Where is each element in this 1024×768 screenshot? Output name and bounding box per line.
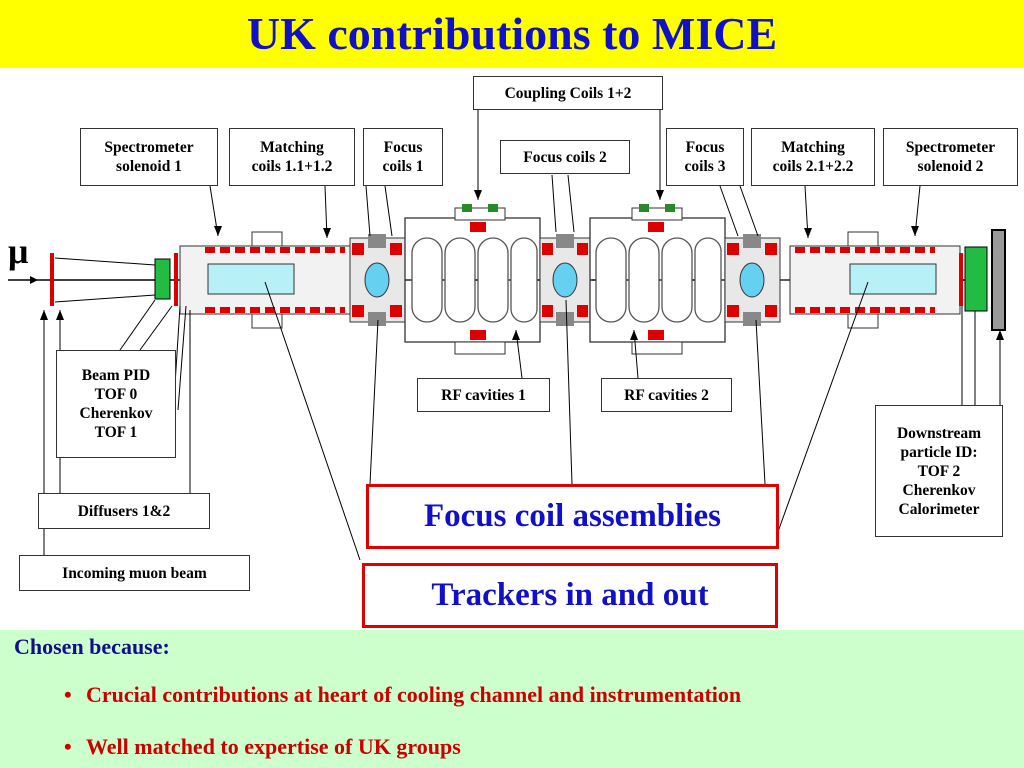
bullet-text: Well matched to expertise of UK groups xyxy=(86,734,461,759)
label-rf-cavities-2: RF cavities 2 xyxy=(601,378,732,412)
focus-coil-3 xyxy=(724,234,781,326)
label-rf-cavities-1: RF cavities 1 xyxy=(417,378,550,412)
downstream-cherenkov xyxy=(964,246,988,312)
bullet-item: • Well matched to expertise of UK groups xyxy=(64,734,461,760)
coupling-coil-2 xyxy=(631,204,683,355)
bullet-dot-icon: • xyxy=(64,734,72,759)
mu-symbol: μ xyxy=(8,231,29,271)
label-downstream-pid: Downstream particle ID: TOF 2 Cherenkov … xyxy=(875,405,1003,537)
bullet-text: Crucial contributions at heart of coolin… xyxy=(86,682,742,707)
footer-heading: Chosen because: xyxy=(14,634,170,659)
title-bar: UK contributions to MICE xyxy=(0,0,1024,68)
slide-title: UK contributions to MICE xyxy=(246,8,778,59)
beamline-drawing xyxy=(8,110,1006,561)
label-focus-coils-1: Focus coils 1 xyxy=(363,128,443,186)
label-focus-coils-3: Focus coils 3 xyxy=(666,128,744,186)
spectrometer-solenoid-2 xyxy=(789,231,961,329)
label-matching-coils-2: Matching coils 2.1+2.2 xyxy=(751,128,875,186)
label-matching-coils-1: Matching coils 1.1+1.2 xyxy=(229,128,355,186)
spectrometer-solenoid-1 xyxy=(179,231,351,329)
focus-coil-2 xyxy=(539,234,591,326)
coupling-coil-1 xyxy=(454,204,506,355)
label-focus-coils-2: Focus coils 2 xyxy=(500,140,630,174)
label-incoming-muon-beam: Incoming muon beam xyxy=(19,555,250,591)
rf-cavities-1 xyxy=(404,217,541,343)
bullet-dot-icon: • xyxy=(64,682,72,707)
bullet-item: • Crucial contributions at heart of cooli… xyxy=(64,682,741,708)
label-diffusers: Diffusers 1&2 xyxy=(38,493,210,529)
label-coupling-coils: Coupling Coils 1+2 xyxy=(473,76,663,110)
label-beam-pid: Beam PID TOF 0 Cherenkov TOF 1 xyxy=(56,350,176,458)
footer-panel: Chosen because: • Crucial contributions a… xyxy=(0,630,1024,768)
mice-diagram: μ Coupling Coils 1+2 Spectrometer soleno… xyxy=(0,68,1024,630)
label-spectrometer-solenoid-1: Spectrometer solenoid 1 xyxy=(80,128,218,186)
highlight-trackers: Trackers in and out xyxy=(362,563,778,628)
rf-cavities-2 xyxy=(589,217,726,343)
calorimeter xyxy=(991,229,1006,331)
cherenkov-box xyxy=(154,258,171,300)
label-spectrometer-solenoid-2: Spectrometer solenoid 2 xyxy=(883,128,1018,186)
highlight-focus-coil-assemblies: Focus coil assemblies xyxy=(366,484,779,549)
focus-coil-1 xyxy=(349,234,406,326)
